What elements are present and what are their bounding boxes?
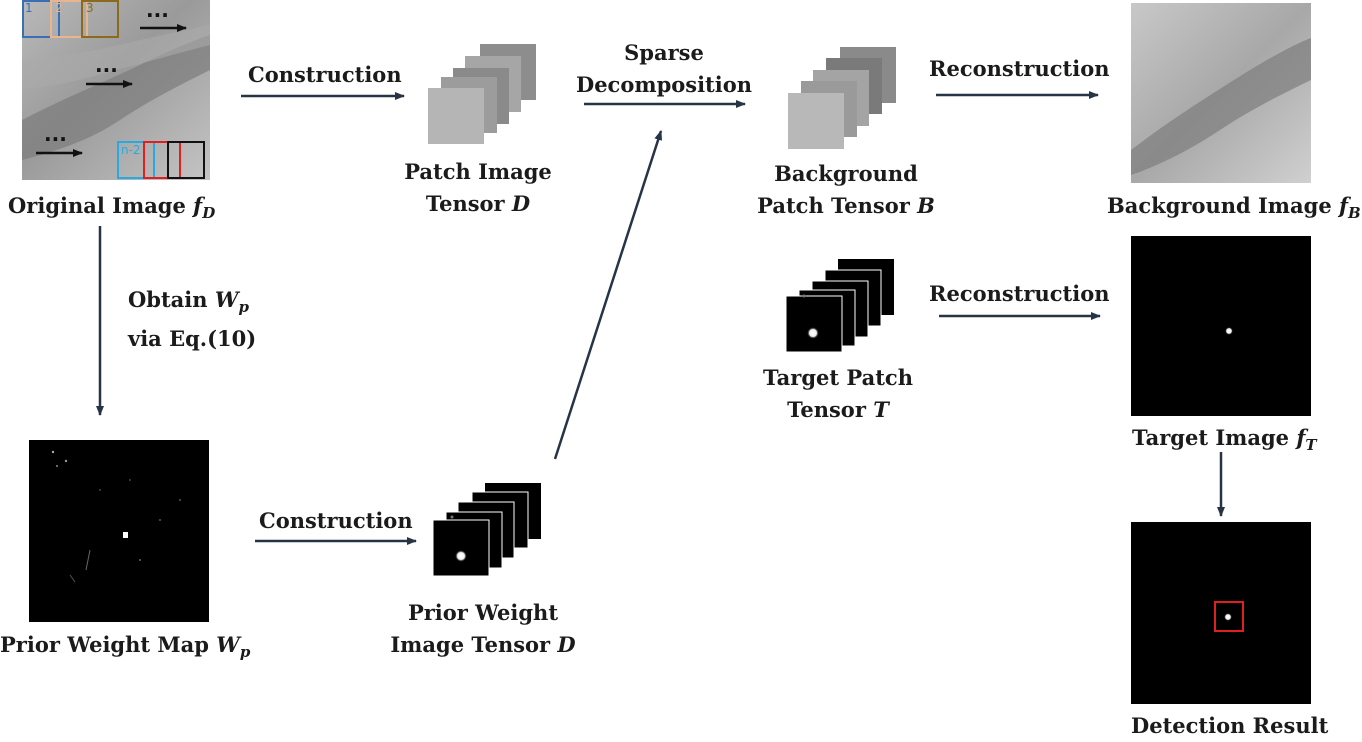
detection-result-image [1131, 522, 1311, 704]
patch-label-1: 1 [25, 1, 33, 15]
reconstruction-target-label: Reconstruction [929, 281, 1110, 306]
construction-bottom-label: Construction [259, 508, 413, 533]
sparse-decomposition-label: Sparse Decomposition [575, 40, 753, 97]
patch-box-black [167, 141, 205, 179]
ellipsis-2: ... [95, 53, 118, 77]
target-image-caption: Target Image fT [1132, 425, 1317, 455]
arrow-prior-to-decomposition [553, 130, 663, 460]
detection-result-caption: Detection Result [1131, 713, 1329, 738]
patch-box-red [143, 141, 181, 179]
detection-box [1214, 601, 1244, 632]
background-patch-tensor-caption: Background Patch Tensor B [757, 161, 935, 218]
prior-weight-map-caption: Prior Weight Map Wp [0, 632, 251, 662]
reconstruction-bg-label: Reconstruction [929, 56, 1110, 81]
original-image [22, 0, 210, 180]
patch-box-1 [22, 0, 60, 38]
target-patch-tensor-stack [785, 259, 894, 353]
background-patch-tensor-stack [788, 47, 896, 149]
prior-weight-image-tensor-caption: Prior Weight Image Tensor D [390, 600, 576, 657]
patch-label-n-2: n-2 [121, 143, 141, 157]
patch-box-n-2 [117, 141, 155, 179]
obtain-wp-label: Obtain Wp via Eq.(10) [128, 287, 257, 352]
prior-weight-map-image [29, 440, 209, 622]
patch-label-3: 3 [86, 1, 94, 15]
patch-box-2 [50, 0, 88, 38]
patch-label-2: 2 [55, 1, 63, 15]
target-image [1131, 236, 1311, 416]
ellipsis-3: ... [44, 122, 67, 146]
construction-top-label: Construction [248, 62, 402, 87]
prior-weight-image-tensor-stack [432, 483, 541, 577]
ellipsis-1: ... [146, 0, 169, 22]
background-image [1131, 3, 1311, 183]
flow-arrows [96, 91, 1225, 545]
patch-image-tensor-stack [428, 44, 536, 144]
patch-image-tensor-caption: Patch Image Tensor D [404, 159, 552, 216]
background-image-caption: Background Image fB [1107, 193, 1361, 223]
target-patch-tensor-caption: Target Patch Tensor T [763, 365, 913, 422]
patch-box-3 [81, 0, 119, 38]
original-image-caption: Original Image fD [8, 193, 216, 223]
